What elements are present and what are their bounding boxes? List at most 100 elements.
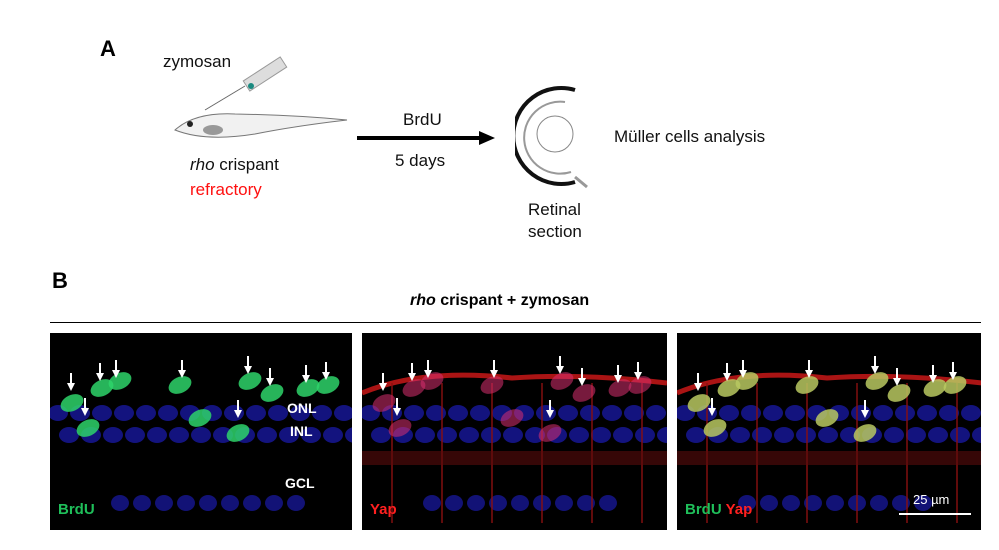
arrowhead-icon	[393, 408, 401, 416]
labeled-cell	[687, 394, 711, 412]
nucleus	[738, 495, 756, 511]
arrowhead-icon	[739, 370, 747, 378]
nucleus	[199, 495, 217, 511]
nucleus	[92, 405, 112, 421]
nucleus	[972, 427, 981, 443]
arrowhead-icon	[546, 410, 554, 418]
nucleus	[243, 495, 261, 511]
panel-b-label: B	[52, 268, 68, 293]
zebrafish-larva-icon	[174, 113, 348, 138]
nucleus	[591, 427, 611, 443]
nucleus	[467, 495, 485, 511]
arrowhead-icon	[67, 383, 75, 391]
brdu-image: ONL INL GCL BrdU	[50, 333, 352, 530]
arrowhead-icon	[408, 373, 416, 381]
labeled-cell	[923, 379, 947, 397]
arrowhead-icon	[490, 370, 498, 378]
nucleus	[448, 405, 468, 421]
panel-a-label: A	[100, 36, 116, 61]
labeled-cell	[572, 384, 596, 402]
nucleus	[287, 495, 305, 511]
nucleus	[246, 405, 266, 421]
arrowhead-icon	[379, 383, 387, 391]
labeled-cell	[76, 419, 100, 437]
labeled-cell	[717, 379, 741, 397]
nucleus	[939, 405, 959, 421]
nucleus	[914, 495, 932, 511]
inl-label: INL	[290, 423, 313, 439]
nucleus	[961, 405, 981, 421]
zymosan-label: zymosan	[163, 52, 232, 71]
arrowhead-icon	[708, 408, 716, 416]
arrowhead-icon	[424, 370, 432, 378]
labeled-cell	[853, 424, 877, 442]
title-gene: rho	[410, 292, 436, 309]
nucleus	[423, 495, 441, 511]
section-label: section	[528, 222, 582, 241]
labeled-cell	[420, 372, 444, 390]
nucleus	[279, 427, 299, 443]
arrowhead-icon	[634, 372, 642, 380]
nucleus	[224, 405, 244, 421]
labeled-cell	[538, 424, 562, 442]
nucleus	[763, 405, 783, 421]
nucleus	[103, 427, 123, 443]
nucleus	[191, 427, 211, 443]
nucleus	[785, 405, 805, 421]
nucleus	[133, 495, 151, 511]
brdu-channel-label: BrdU	[58, 501, 95, 518]
arrowhead-icon	[861, 410, 869, 418]
nucleus	[686, 427, 706, 443]
labeled-cell	[500, 409, 524, 427]
nucleus	[257, 427, 277, 443]
nucleus	[312, 405, 332, 421]
arrowhead-icon	[81, 408, 89, 416]
nucleus	[536, 405, 556, 421]
nucleus	[268, 405, 288, 421]
nucleus	[719, 405, 739, 421]
nucleus	[646, 405, 666, 421]
labeled-cell	[260, 384, 284, 402]
yap-image: Yap	[362, 333, 667, 530]
labeled-cell	[316, 376, 340, 394]
yap-channel-label: Yap	[370, 501, 397, 518]
nucleus	[818, 427, 838, 443]
arrow-icon	[357, 131, 495, 145]
merge-channel-label: BrdU Yap	[685, 501, 752, 518]
nucleus	[558, 405, 578, 421]
nucleus	[569, 427, 589, 443]
arrowhead-icon	[929, 375, 937, 383]
nucleus	[851, 405, 871, 421]
nucleus	[437, 427, 457, 443]
ipl-band	[362, 451, 667, 465]
nucleus	[730, 427, 750, 443]
nucleus	[555, 495, 573, 511]
nucleus	[415, 427, 435, 443]
nucleus	[147, 427, 167, 443]
nucleus	[334, 405, 352, 421]
nucleus	[760, 495, 778, 511]
labeled-cell	[388, 419, 412, 437]
nucleus	[613, 427, 633, 443]
nucleus	[489, 495, 507, 511]
nucleus	[906, 427, 926, 443]
syringe-icon	[204, 56, 288, 111]
arrowhead-icon	[302, 375, 310, 383]
retinal-label: Retinal	[528, 200, 581, 219]
brdu-label: BrdU	[403, 110, 442, 129]
labeled-cell	[226, 424, 250, 442]
nucleus	[895, 405, 915, 421]
merge-image: BrdU Yap 25 µm	[677, 333, 981, 530]
labeled-cell	[238, 372, 262, 390]
nucleus	[301, 427, 321, 443]
nucleus	[114, 405, 134, 421]
nucleus	[774, 427, 794, 443]
arrowhead-icon	[871, 366, 879, 374]
labeled-cell	[865, 372, 889, 390]
merge-brdu: BrdU	[685, 501, 722, 518]
duration-label: 5 days	[395, 151, 446, 170]
labeled-cell	[703, 419, 727, 437]
arrowhead-icon	[893, 378, 901, 386]
arrowhead-icon	[556, 366, 564, 374]
nucleus	[503, 427, 523, 443]
